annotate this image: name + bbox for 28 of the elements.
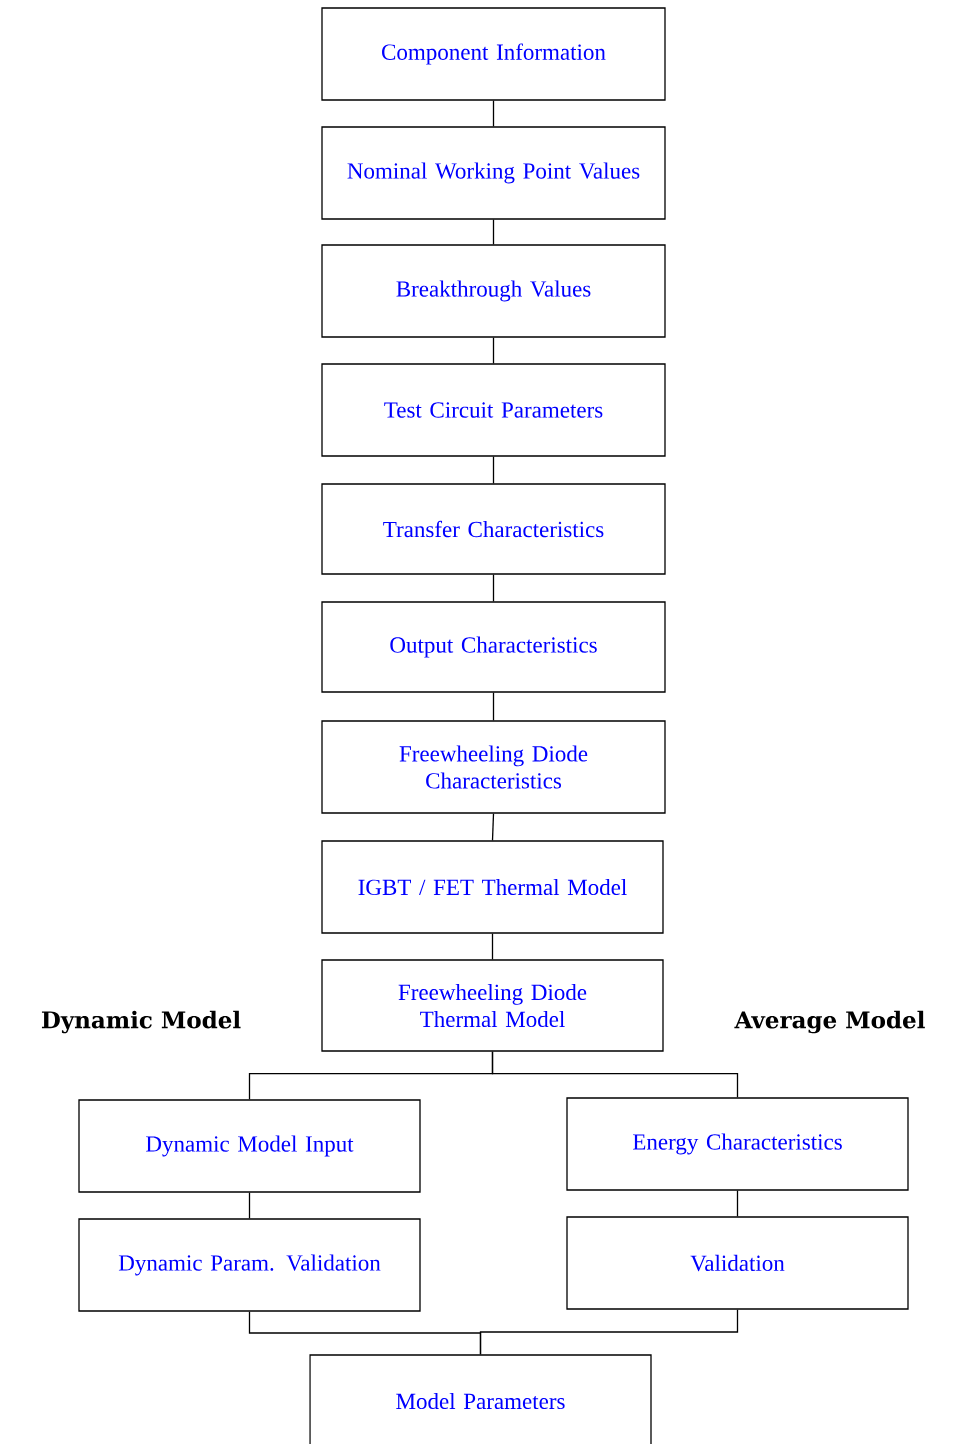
connector-line [491, 813, 495, 841]
connector-line [491, 933, 494, 960]
process-box: Test Circuit Parameters [321, 363, 666, 457]
connector-line [492, 219, 495, 245]
process-box: Validation [566, 1216, 909, 1310]
connector-line [736, 1190, 739, 1217]
process-box: Freewheeling Diode Thermal Model [321, 959, 664, 1052]
connector-line [479, 1309, 739, 1355]
process-box: Dynamic Param. Validation [78, 1218, 421, 1312]
process-box: IGBT / FET Thermal Model [321, 840, 664, 934]
process-box: Dynamic Model Input [78, 1099, 421, 1193]
section-label: Dynamic Model [41, 1010, 241, 1034]
process-box: Transfer Characteristics [321, 483, 666, 575]
process-box: Freewheeling Diode Characteristics [321, 720, 666, 814]
connector-line [492, 456, 495, 484]
connector-line [248, 1192, 251, 1219]
connector-line [492, 100, 495, 127]
process-box: Model Parameters [309, 1354, 652, 1444]
process-box: Breakthrough Values [321, 244, 666, 338]
section-label: Average Model [734, 1010, 925, 1034]
connector-line [492, 337, 495, 364]
process-box: Output Characteristics [321, 601, 666, 693]
process-box: Component Information [321, 7, 666, 101]
process-box: Energy Characteristics [566, 1097, 909, 1191]
connector-line [491, 1051, 739, 1098]
process-box: Nominal Working Point Values [321, 126, 666, 220]
connector-line [492, 574, 495, 602]
connector-line [492, 692, 495, 721]
